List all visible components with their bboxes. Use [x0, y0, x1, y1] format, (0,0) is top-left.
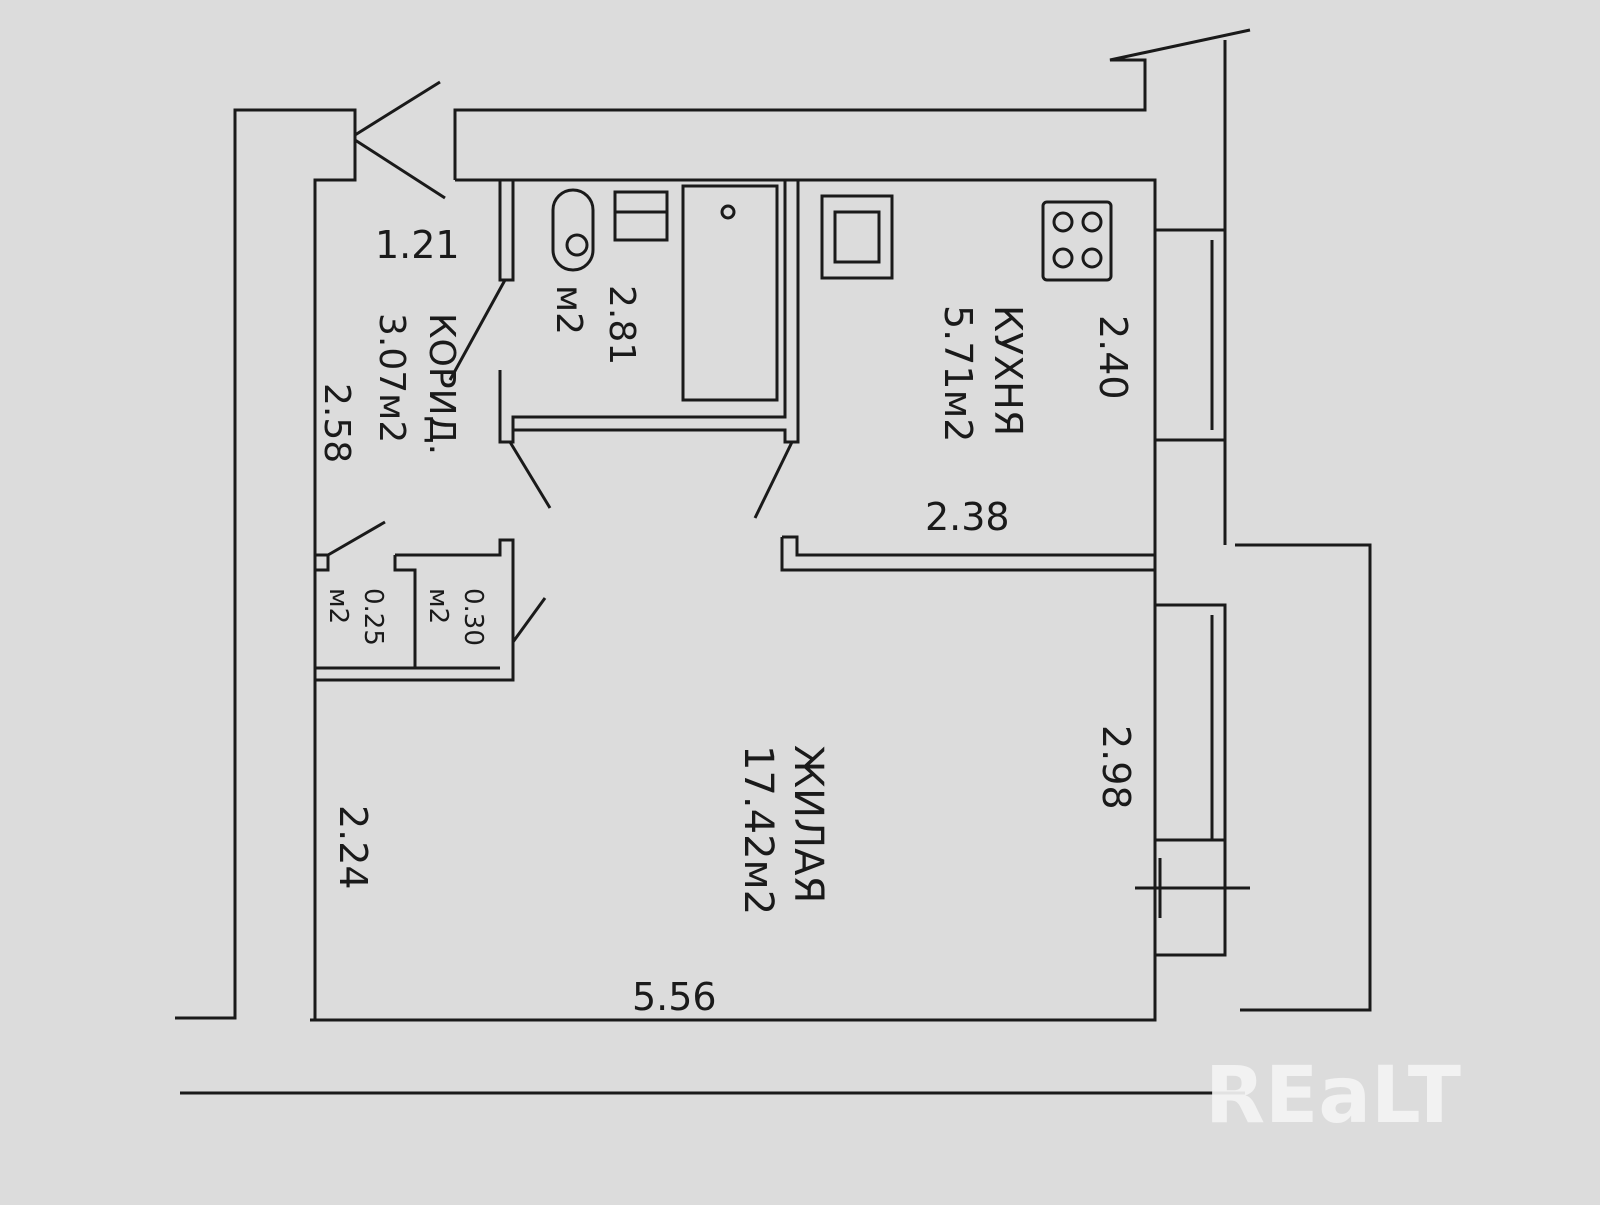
corridor-entry-width: 1.21 — [375, 223, 460, 267]
living-area: 17.42м2 — [735, 745, 781, 915]
door-swing-icon — [354, 80, 441, 137]
kitchen-width: 2.38 — [925, 495, 1010, 539]
living-window-width: 2.98 — [1094, 725, 1138, 810]
closets — [315, 520, 547, 682]
kitchen-partition-wall — [780, 535, 1157, 572]
outer-walls — [175, 28, 1372, 1095]
kitchen-door-swing — [753, 441, 794, 519]
kitchen-window — [1153, 228, 1227, 442]
kitchen-sink-icon — [820, 194, 894, 280]
kitchen-name: КУХНЯ — [986, 305, 1030, 436]
left-outer-wall — [175, 108, 357, 1020]
kitchen — [780, 194, 1227, 572]
corridor-width: 2.58 — [316, 383, 357, 463]
corridor-name: КОРИД. — [421, 313, 462, 455]
closet-right-area-value: 0.30 — [458, 588, 488, 646]
living-left-width: 2.24 — [331, 805, 375, 890]
closet-door-swing — [511, 597, 547, 643]
kitchen-area: 5.71м2 — [936, 305, 980, 442]
living-window — [1135, 603, 1250, 957]
sink-icon — [613, 190, 669, 242]
balcony-outline — [1235, 543, 1372, 1012]
bathroom-left-wall — [498, 180, 515, 282]
bathroom-area-value: 2.81 — [601, 285, 642, 365]
bathroom-area-unit: м2 — [548, 285, 589, 335]
kitchen-depth: 2.40 — [1091, 315, 1135, 400]
top-inner-wall — [310, 178, 1157, 1022]
entrance-door — [354, 80, 446, 200]
closet-left-area-value: 0.25 — [358, 588, 388, 646]
realt-watermark: REaLT — [1205, 1051, 1461, 1141]
closet-left-area-unit: м2 — [323, 588, 353, 624]
top-outer-wall — [453, 28, 1251, 180]
bathroom-door-swing — [508, 441, 552, 509]
closet-top-wall — [395, 538, 515, 682]
bathtub-icon — [681, 184, 779, 402]
living-name: ЖИЛАЯ — [785, 745, 831, 903]
stove-icon — [1041, 200, 1113, 282]
toilet-icon — [551, 188, 595, 272]
living-length: 5.56 — [632, 975, 717, 1019]
corridor-area: 3.07м2 — [371, 313, 412, 443]
bathroom — [448, 180, 800, 519]
closet-right-area-unit: м2 — [423, 588, 453, 624]
